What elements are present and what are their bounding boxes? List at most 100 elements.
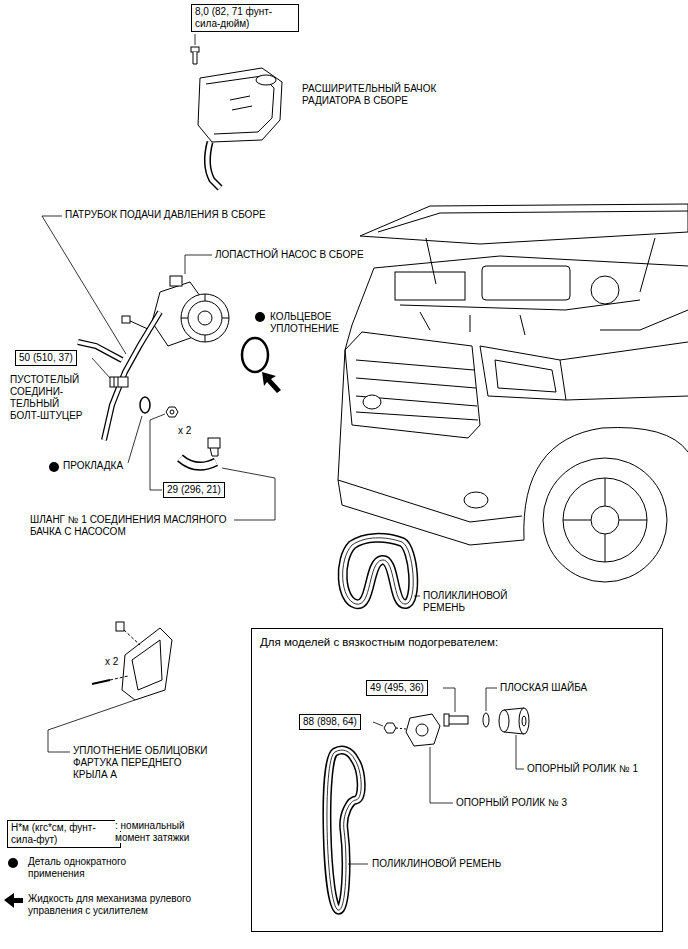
leader-line [195, 34, 196, 45]
torque-box: 49 (495, 36) [366, 680, 428, 696]
belt [343, 538, 414, 604]
fender-liner-seal [92, 680, 110, 684]
belt [343, 538, 414, 604]
vehicle-front [543, 458, 667, 582]
variant-frame: Для моделей с вязкостным подогревателем:… [251, 628, 663, 932]
vane-pump [122, 276, 229, 346]
part-label: ОПОРНЫЙ РОЛИК № 1 [527, 763, 638, 775]
legend-entry: Жидкость для механизма рулевого управлен… [28, 893, 208, 917]
part-name: ОПОРНЫЙ РОЛИК № 3 [456, 797, 567, 808]
fender-liner-seal [132, 640, 162, 690]
pressure-pipe [110, 377, 128, 387]
fluid-arrow [262, 372, 281, 393]
legend-torque-box: Н*м (кгс*см, фунт- сила-фут) [7, 820, 121, 848]
legend-entry: : номинальный момент затяжки [115, 820, 200, 844]
leader-line [486, 688, 497, 711]
part-label: ПРОКЛАДКА [63, 460, 123, 472]
part-label: x 2 [105, 656, 118, 668]
leader-line [222, 468, 275, 520]
leader-line [516, 735, 524, 769]
part-label: ШЛАНГ № 1 СОЕДИНЕНИЯ МАСЛЯНОГО БАЧКА С Н… [30, 514, 245, 538]
fender-liner-seal [110, 676, 128, 680]
part-label: ПЛОСКАЯ ШАЙБА [500, 682, 587, 694]
vehicle-front [482, 266, 570, 300]
leader-line [373, 722, 383, 726]
part-name: РАСШИРИТЕЛЬНЫЙ БАЧОК РАДИАТОРА В СБОРЕ [302, 83, 436, 106]
part-name: КОЛЬЦЕВОЕ УПЛОТНЕНИЕ [270, 311, 339, 334]
frame-heading: Для моделей с вязкостным подогревателем: [260, 635, 654, 649]
part-name: x 2 [178, 425, 191, 436]
torque-box: 8,0 (82, 71 фунт- сила-дюйм) [191, 4, 299, 32]
torque-box: 50 (510, 37) [15, 350, 77, 366]
vehicle-front [356, 360, 478, 420]
idler-parts [448, 716, 468, 724]
legend-symbols [4, 893, 23, 908]
leader-line [430, 747, 453, 803]
nuts-and-hose [166, 407, 178, 417]
vehicle-front [640, 238, 655, 292]
vane-pump [170, 276, 182, 286]
part-name: ПАТРУБОК ПОДАЧИ ДАВЛЕНИЯ В СБОРЕ [65, 209, 266, 220]
torque-box: 88 (898, 64) [299, 714, 361, 730]
part-name: ЛОПАСТНОЙ НАСОС В СБОРЕ [215, 249, 364, 260]
fender-liner-seal [116, 622, 124, 631]
legend-symbols [4, 858, 23, 908]
vehicle-front [426, 238, 436, 284]
single-use-mark [49, 312, 265, 472]
idler-parts [483, 713, 489, 727]
vane-pump [181, 294, 229, 342]
o-ring [242, 338, 268, 372]
torque-box: 29 (296, 21) [163, 482, 225, 498]
leader-line [128, 416, 142, 463]
leader-line [443, 688, 455, 712]
idler-parts [384, 708, 529, 746]
vehicle-front [464, 492, 488, 508]
part-label: ПОЛИКЛИНОВОЙ РЕМЕНЬ [372, 858, 501, 870]
legend-symbols [8, 858, 18, 868]
belt-variant [327, 750, 361, 910]
belt-variant [327, 750, 361, 910]
leader-line [42, 34, 524, 864]
vehicle-front [560, 342, 688, 360]
vehicle-front [352, 256, 688, 325]
part-name: УПЛОТНЕНИЕ ОБЛИЦОВКИ ФАРТУКА ПЕРЕДНЕГО К… [73, 745, 207, 780]
idler-parts [396, 728, 406, 729]
fluid-arrow [262, 372, 281, 393]
vehicle-front [378, 211, 688, 232]
radiator-reservoir [207, 142, 220, 188]
torque-value: 29 (296, 21) [167, 484, 221, 496]
radiator-reservoir [207, 142, 220, 188]
fender-liner-seal [92, 622, 172, 700]
nuts-and-hose [170, 410, 174, 414]
vehicle-front [566, 396, 688, 400]
vehicle-front [363, 395, 381, 409]
part-name: ПЛОСКАЯ ШАЙБА [500, 682, 587, 693]
leader-line [414, 596, 420, 597]
o-ring [242, 338, 268, 372]
idler-parts [444, 714, 449, 726]
torque-value: 50 (510, 37) [19, 352, 73, 364]
part-label: УПЛОТНЕНИЕ ОБЛИЦОВКИ ФАРТУКА ПЕРЕДНЕГО К… [73, 745, 218, 781]
legend-text: Деталь однократного применения [28, 856, 126, 879]
part-name: ПРОКЛАДКА [63, 460, 123, 471]
single-use-mark [49, 462, 59, 472]
idler-parts [406, 714, 440, 746]
vehicle-front [338, 204, 688, 582]
part-name: ПОЛИКЛИНОВОЙ РЕМЕНЬ [372, 858, 501, 869]
radiator-reservoir [191, 47, 282, 188]
vehicle-front [563, 478, 647, 562]
vehicle-front [400, 300, 640, 310]
vehicle-front [495, 360, 556, 392]
idler-parts [384, 723, 396, 733]
part-label: КОЛЬЦЕВОЕ УПЛОТНЕНИЕ [270, 311, 350, 335]
part-label: ПОЛИКЛИНОВОЙ РЕМЕНЬ [423, 590, 518, 614]
torque-value: 88 (898, 64) [303, 716, 357, 728]
idler-parts [519, 708, 529, 734]
pressure-pipe [140, 397, 150, 413]
part-label: ПАТРУБОК ПОДАЧИ ДАВЛЕНИЯ В СБОРЕ [65, 209, 266, 221]
belt-variant [327, 750, 361, 910]
fender-liner-seal [122, 628, 172, 700]
nuts-and-hose [180, 458, 216, 466]
vane-pump [188, 301, 222, 335]
